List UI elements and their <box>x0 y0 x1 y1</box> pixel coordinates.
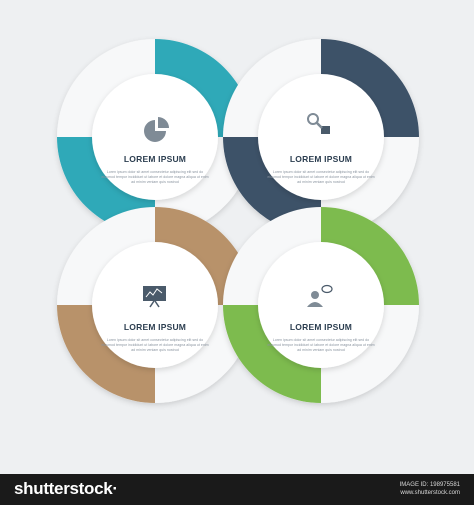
magnifier-icon <box>307 113 330 134</box>
ring-tan <box>57 207 253 403</box>
pie-slice <box>144 120 166 142</box>
card-navy: LOREM IPSUM Loren ipsum dolor sit amet c… <box>266 154 376 185</box>
pie-slice <box>158 117 169 128</box>
presentation-board-icon <box>143 286 166 308</box>
ring-colored-segment <box>57 305 155 403</box>
speech-bubble <box>321 284 333 294</box>
ring-navy <box>223 39 419 235</box>
watermark-footer: shutterstock· IMAGE ID: 198975581 www.sh… <box>0 474 474 505</box>
card-teal: LOREM IPSUM Loren ipsum dolor sit amet c… <box>100 154 210 185</box>
board-leg <box>149 300 155 308</box>
card-body-text: Loren ipsum dolor sit amet consectetur a… <box>101 338 209 352</box>
infographic-canvas: LOREM IPSUM Loren ipsum dolor sit amet c… <box>57 39 419 403</box>
card-body-text: Loren ipsum dolor sit amet consectetur a… <box>101 170 209 184</box>
magnifier-handle <box>316 122 323 129</box>
brand-logo: shutterstock· <box>14 479 118 498</box>
image-id: IMAGE ID: 198975581 <box>399 482 460 488</box>
card-tan: LOREM IPSUM Loren ipsum dolor sit amet c… <box>100 322 210 353</box>
user-head <box>311 291 319 299</box>
card-body-text: Loren ipsum dolor sit amet consectetur a… <box>267 170 375 184</box>
ring-colored-segment <box>321 39 419 137</box>
card-green: LOREM IPSUM Loren ipsum dolor sit amet c… <box>266 322 376 353</box>
image-id-info: IMAGE ID: 198975581 www.shutterstock.com <box>400 481 460 497</box>
ring-center <box>92 242 218 368</box>
board-line <box>145 288 163 298</box>
card-body-text: Loren ipsum dolor sit amet consectetur a… <box>267 338 375 352</box>
ring-colored-segment <box>223 305 321 403</box>
card-title: LOREM IPSUM <box>289 154 353 164</box>
site-url: www.shutterstock.com <box>400 490 460 496</box>
magnifier-lens <box>307 113 319 125</box>
card-title: LOREM IPSUM <box>123 154 187 164</box>
ring-colored-segment <box>321 207 419 305</box>
pie-chart-icon <box>144 117 169 142</box>
user-speech-icon <box>307 284 333 307</box>
ring-center <box>258 74 384 200</box>
user-body <box>307 302 323 307</box>
magnifier-box <box>321 126 330 134</box>
ring-diagram <box>57 39 419 403</box>
card-title: LOREM IPSUM <box>289 322 353 332</box>
card-title: LOREM IPSUM <box>123 322 187 332</box>
board-leg <box>154 300 160 308</box>
